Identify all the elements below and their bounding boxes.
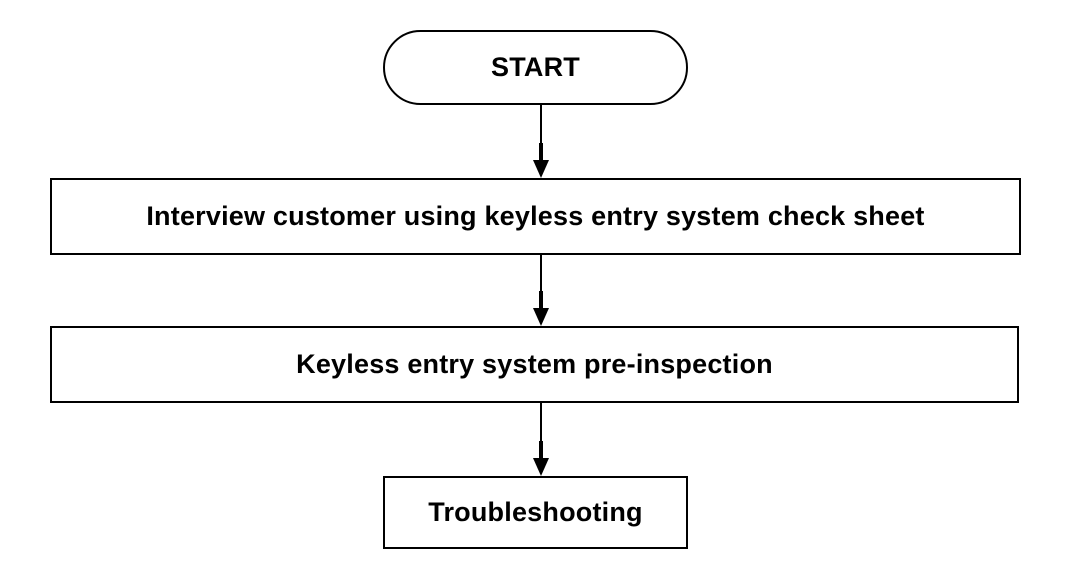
flowchart-node-start: START (383, 30, 688, 105)
flowchart-node-interview-customer: Interview customer using keyless entry s… (50, 178, 1021, 255)
arrow-down-icon (530, 105, 552, 178)
flowchart-node-troubleshooting: Troubleshooting (383, 476, 688, 549)
troubleshooting-node-label: Troubleshooting (428, 496, 643, 527)
pre-inspection-node-label: Keyless entry system pre-inspection (296, 348, 773, 379)
flowchart-node-pre-inspection: Keyless entry system pre-inspection (50, 326, 1019, 403)
interview-node-label: Interview customer using keyless entry s… (146, 200, 925, 231)
start-node-label: START (491, 51, 580, 82)
arrow-down-icon (530, 255, 552, 326)
arrow-down-icon (530, 403, 552, 476)
